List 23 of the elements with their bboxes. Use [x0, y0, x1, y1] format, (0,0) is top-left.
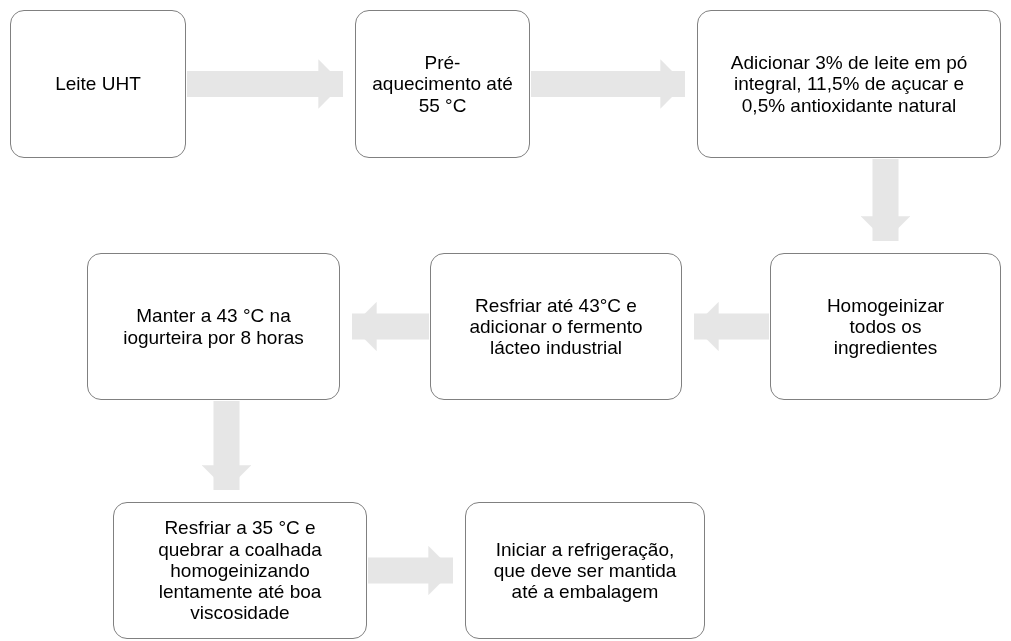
arrow — [694, 301, 769, 352]
arrow — [187, 59, 343, 109]
step-text: Homogeinizar todos os ingredientes — [825, 294, 946, 359]
process-box — [87, 253, 340, 400]
step-text: Iniciar a refrigeração, que deve ser mantida até a embalagem — [492, 538, 678, 603]
step-text: Manter a 43 °C na iogurteira por 8 horas — [122, 305, 305, 348]
step-text: Adicionar 3% de leite em pó integral, 11,5% de açucar e 0,5% antioxidante natural — [729, 52, 969, 116]
arrow — [201, 401, 252, 490]
step-text: Resfriar até 43°C e adicionar o fermento lácteo industrial — [468, 294, 644, 359]
arrow — [368, 545, 453, 596]
step-text: Pré-aquecimento até 55 °C — [372, 52, 513, 116]
process-box — [355, 10, 530, 158]
process-box — [697, 10, 1001, 158]
arrow — [352, 301, 429, 352]
process-box — [113, 502, 367, 639]
process-box — [770, 253, 1001, 400]
step-text: Leite UHT — [55, 73, 141, 95]
arrow — [860, 159, 911, 241]
process-box — [465, 502, 705, 639]
process-box — [430, 253, 682, 400]
arrow — [531, 59, 685, 109]
process-box — [10, 10, 186, 158]
step-text: Resfriar a 35 °C e quebrar a coalhada homogeinizando lentamente até boa viscosidade — [157, 517, 323, 624]
